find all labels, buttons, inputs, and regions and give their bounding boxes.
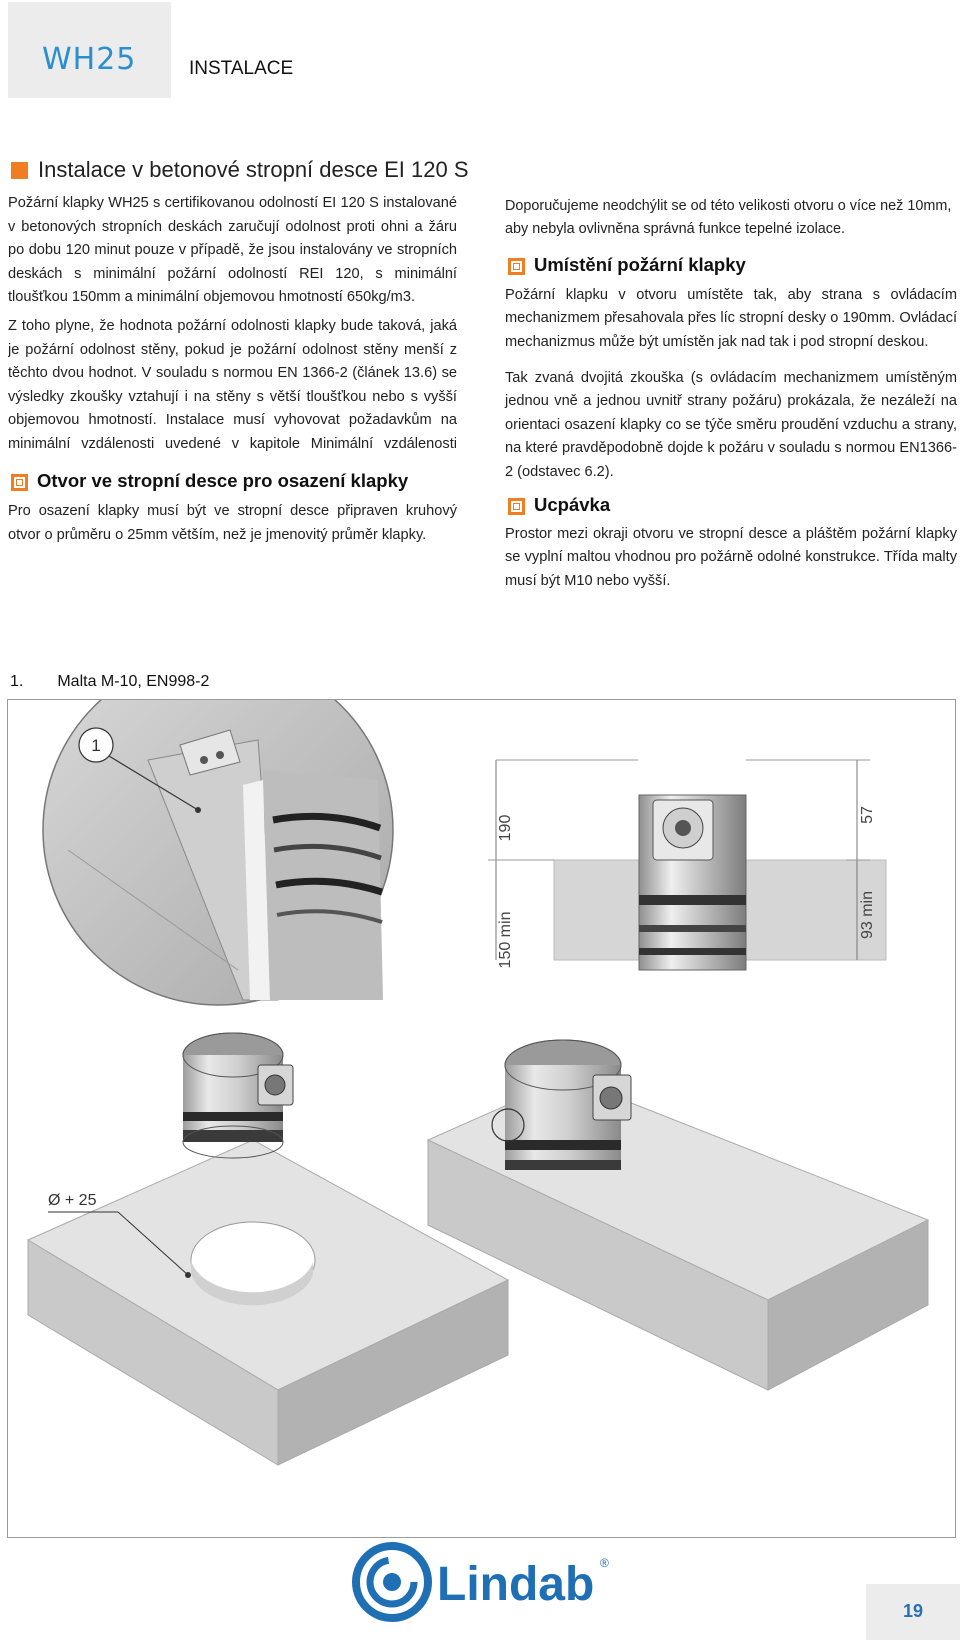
square-bullet-icon — [11, 162, 28, 179]
figure-caption: 1. Malta M-10, EN998-2 — [10, 673, 209, 691]
lindab-logo: Lindab ® — [352, 1537, 617, 1627]
main-heading: Instalace v betonové stropní desce EI 12… — [38, 157, 469, 182]
page-number-box: 19 — [866, 1584, 960, 1640]
left-paragraph-1: Požární klapky WH25 s certifikovanou odo… — [8, 195, 457, 306]
heading-opening: Otvor ve stropní desce pro osazení klapk… — [37, 470, 409, 491]
section-bullet-icon — [11, 474, 28, 491]
heading-seal: Ucpávka — [534, 494, 611, 515]
page-number: 19 — [902, 1601, 924, 1621]
dim-93-min: 93 min — [859, 891, 876, 939]
right-intro: Doporučujeme neodchýlit se od této velik… — [505, 198, 952, 237]
opening-paragraph: Pro osazení klapky musí být ve stropní d… — [8, 503, 457, 543]
section-bullet-icon — [508, 258, 525, 275]
installation-drawing: 1 190 57 150 min 93 min — [26, 654, 930, 1466]
dim-190: 190 — [497, 815, 514, 842]
heading-position: Umístění požární klapky — [534, 254, 746, 275]
slab-with-damper — [426, 1039, 930, 1391]
detail-view — [42, 654, 394, 1006]
left-paragraph-2: Z toho plyne, že hodnota požární odolnos… — [8, 318, 457, 452]
header-tab — [8, 2, 171, 98]
lindab-mark-icon: Lindab ® — [352, 1542, 609, 1622]
installation-figure: 1 190 57 150 min 93 min — [7, 654, 956, 1538]
section-title: INSTALACE — [189, 58, 294, 79]
section-view: 190 57 150 min 93 min — [488, 759, 887, 971]
callout-1: 1 — [78, 727, 201, 813]
position-paragraph-2: Tak zvaná dvojitá zkouška (s ovládacím m… — [505, 370, 957, 480]
position-paragraph-1: Požární klapku v otvoru umístěte tak, ab… — [505, 287, 957, 350]
dim-150-min: 150 min — [497, 912, 514, 969]
seal-paragraph: Prostor mezi okraji otvoru ve stropní de… — [505, 526, 957, 589]
logo-text: Lindab — [437, 1558, 594, 1611]
slab-with-hole: Ø + 25 — [26, 1139, 510, 1466]
caption-number: 1. — [10, 673, 24, 690]
logo-registered: ® — [600, 1556, 609, 1570]
callout-1-label: 1 — [91, 736, 100, 755]
damper-view — [182, 1032, 294, 1159]
caption-text: Malta M-10, EN998-2 — [57, 673, 210, 690]
hole-label: Ø + 25 — [48, 1192, 97, 1209]
product-code: WH25 — [42, 42, 137, 77]
section-bullet-icon — [508, 498, 525, 515]
dim-57: 57 — [859, 806, 876, 824]
